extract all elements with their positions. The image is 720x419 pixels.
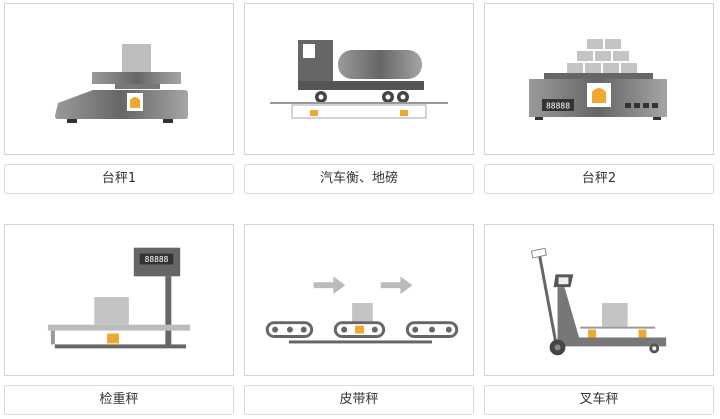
checkweigher-icon: 88888 — [47, 247, 191, 349]
platform-scale-icon: 88888 — [529, 39, 667, 120]
weight-display: 88888 — [145, 255, 169, 264]
product-card-belt-scale[interactable]: 皮带秤 — [244, 224, 474, 415]
product-card-forklift-scale[interactable]: 叉车秤 — [484, 224, 714, 415]
belt-scale-image[interactable] — [244, 224, 474, 376]
product-card-bench-scale-1[interactable]: 台秤1 — [4, 3, 234, 194]
product-label[interactable]: 检重秤 — [4, 385, 234, 415]
product-card-bench-scale-2[interactable]: 88888 台秤2 — [484, 3, 714, 194]
truck-scale-image[interactable] — [244, 3, 474, 155]
product-label[interactable]: 汽车衡、地磅 — [244, 164, 474, 194]
forklift-scale-image[interactable] — [484, 224, 714, 376]
bench-scale-icon — [55, 44, 188, 123]
belt-scale-icon — [265, 276, 459, 344]
product-label[interactable]: 台秤2 — [484, 164, 714, 194]
bench-scale-image[interactable] — [4, 3, 234, 155]
forklift-scale-icon — [530, 247, 667, 356]
product-label[interactable]: 台秤1 — [4, 164, 234, 194]
product-card-truck-scale[interactable]: 汽车衡、地磅 — [244, 3, 474, 194]
platform-scale-image[interactable]: 88888 — [484, 3, 714, 155]
checkweigher-image[interactable]: 88888 — [4, 224, 234, 376]
truck-scale-icon — [270, 40, 448, 119]
product-card-checkweigher[interactable]: 88888 检重秤 — [4, 224, 234, 415]
weight-display: 88888 — [546, 102, 570, 111]
product-label[interactable]: 皮带秤 — [244, 385, 474, 415]
product-label[interactable]: 叉车秤 — [484, 385, 714, 415]
